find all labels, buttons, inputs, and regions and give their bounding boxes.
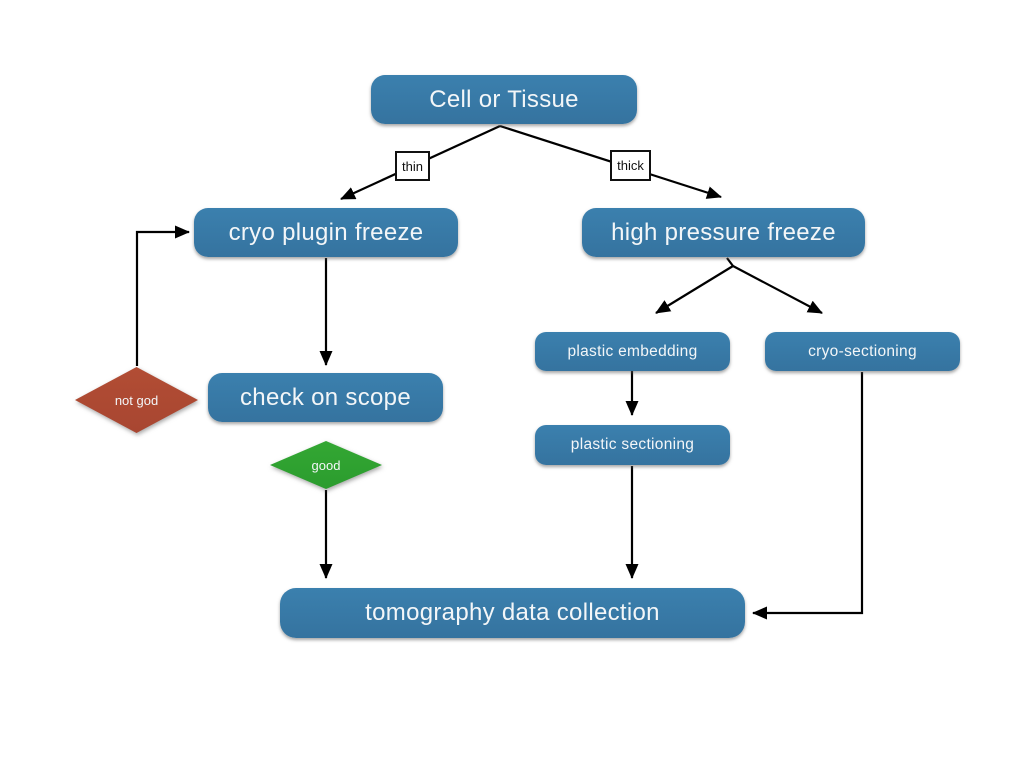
arrow-cryosectioning-to-tomography xyxy=(752,372,864,620)
arrow-hpf-to-cryosectioning xyxy=(732,265,823,314)
node-tomography-data-collection: tomography data collection xyxy=(280,588,745,638)
edge-label-thin: thin xyxy=(395,151,430,181)
decision-not-good: not god xyxy=(75,367,198,433)
not-good-label: not god xyxy=(114,392,159,408)
connector-hpf-split xyxy=(726,257,734,267)
good-label: good xyxy=(311,457,341,473)
node-cell-or-tissue: Cell or Tissue xyxy=(371,75,637,124)
node-check-on-scope: check on scope xyxy=(208,373,443,422)
node-plastic-sectioning: plastic sectioning xyxy=(535,425,730,465)
node-cryo-plugin-freeze: cryo plugin freeze xyxy=(194,208,458,257)
node-cryo-sectioning: cryo-sectioning xyxy=(765,332,960,371)
edge-label-thick: thick xyxy=(610,150,651,181)
node-plastic-embedding: plastic embedding xyxy=(535,332,730,371)
arrow-notgood-to-cryo xyxy=(135,225,190,366)
arrow-hpf-to-embedding xyxy=(655,265,734,314)
decision-good: good xyxy=(270,441,382,489)
node-high-pressure-freeze: high pressure freeze xyxy=(582,208,865,257)
